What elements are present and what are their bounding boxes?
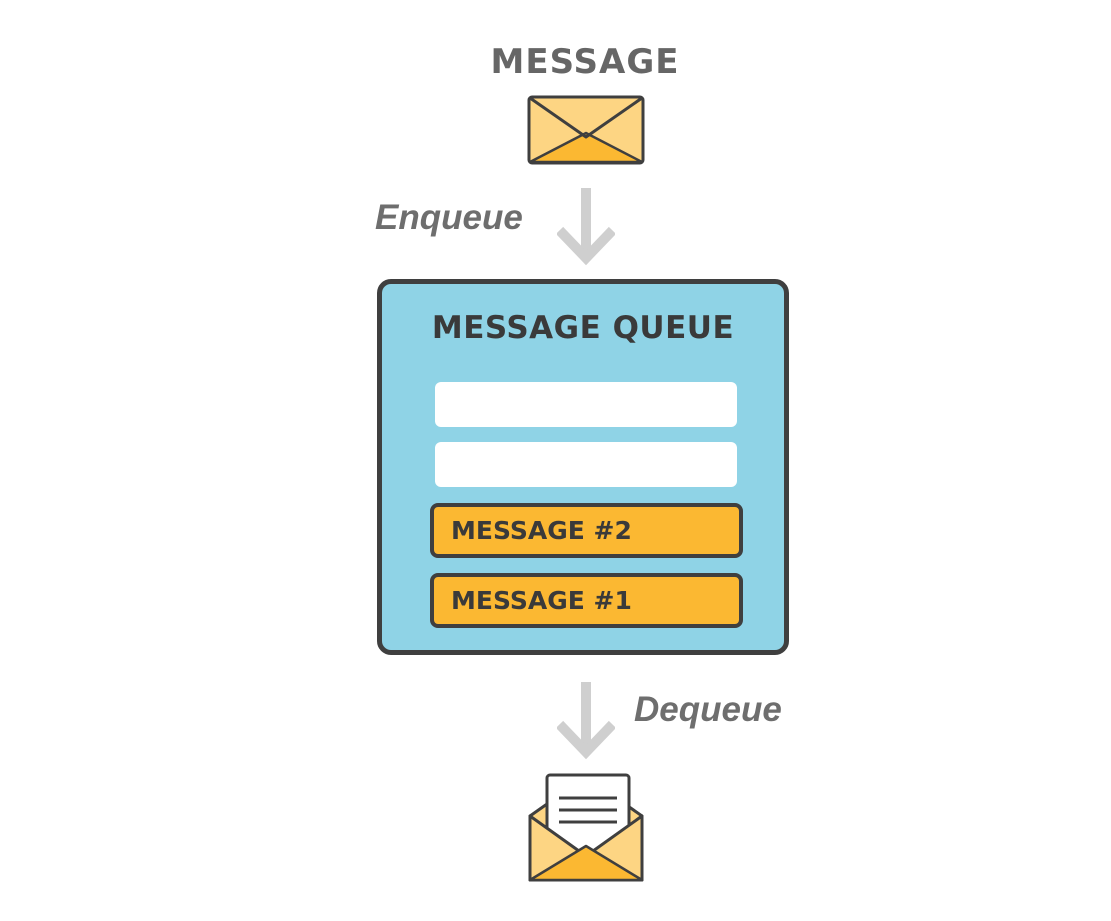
message-title: MESSAGE (490, 42, 680, 82)
queued-message: MESSAGE #1 (430, 573, 743, 628)
message-queue: MESSAGE QUEUE MESSAGE #2 MESSAGE #1 (377, 279, 789, 655)
envelope-closed-icon (527, 95, 645, 169)
arrow-down-icon (555, 186, 617, 270)
empty-queue-slot (435, 382, 737, 427)
enqueue-label: Enqueue (375, 198, 523, 237)
envelope-open-icon (527, 772, 645, 888)
queue-title: MESSAGE QUEUE (431, 310, 735, 346)
arrow-down-icon (555, 680, 617, 764)
empty-queue-slot (435, 442, 737, 487)
dequeue-label: Dequeue (634, 690, 782, 729)
queued-message: MESSAGE #2 (430, 503, 743, 558)
